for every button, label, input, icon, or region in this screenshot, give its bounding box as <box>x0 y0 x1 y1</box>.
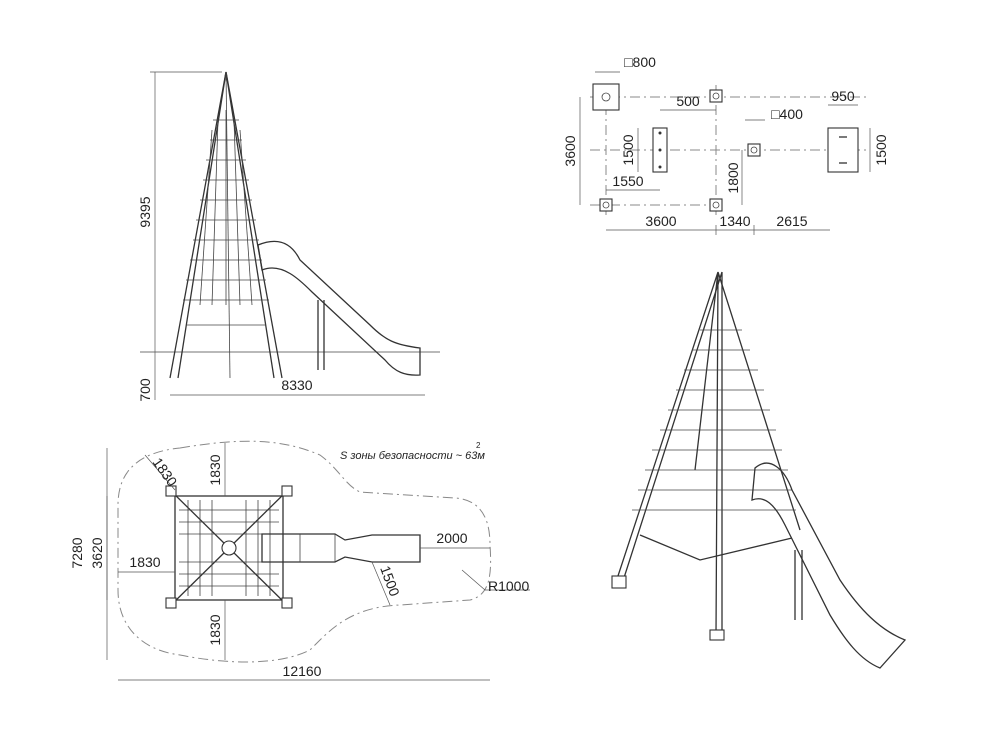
top-slats <box>179 500 279 596</box>
slide-footing <box>747 143 761 157</box>
footing-small <box>599 198 613 212</box>
total-width-label: 12160 <box>283 663 322 679</box>
offset-500-label: 500 <box>676 93 700 109</box>
clearance-bottom-label: 1830 <box>207 614 223 645</box>
slide-tube <box>257 240 421 376</box>
safety-zone-exp: 2 <box>476 441 481 450</box>
span-1340-label: 1340 <box>719 213 750 229</box>
top-view: S зоны безопасности ~ 63м 2 1830 1830 18… <box>69 440 530 681</box>
pyramid-base <box>174 495 284 601</box>
slide-top <box>261 533 421 563</box>
pad-right-label: 1500 <box>873 134 889 165</box>
slide-exit-side-label: 1500 <box>377 564 403 599</box>
corner-post <box>281 597 293 609</box>
center-pole <box>225 71 231 379</box>
span-2615-label: 2615 <box>776 213 807 229</box>
iso-legs <box>615 271 801 636</box>
slide-exit-label: 2000 <box>436 530 467 546</box>
frame-height-label: 3620 <box>89 537 105 568</box>
span-3600-label: 3600 <box>645 213 676 229</box>
footing-small-label: □400 <box>771 106 803 122</box>
footing-exit-label: 950 <box>831 88 855 104</box>
footing-small <box>709 198 723 212</box>
total-height-label: 7280 <box>69 537 85 568</box>
footing-large <box>592 83 620 111</box>
safety-zone-outline <box>117 440 492 663</box>
depth-left-label: 3600 <box>562 135 578 166</box>
clearance-top-label: 1830 <box>207 454 223 485</box>
offset-1800-label: 1800 <box>725 162 741 193</box>
offset-1550-label: 1550 <box>612 173 643 189</box>
radius-label: R1000 <box>488 578 529 594</box>
corner-post <box>165 485 177 497</box>
safety-zone-label: S зоны безопасности ~ 63м <box>340 450 485 462</box>
center-post <box>221 540 237 556</box>
side-height-label: 9395 <box>137 196 153 227</box>
corner-post <box>165 597 177 609</box>
foundation-plan: □800 500 □400 950 3600 1500 1500 1550 18… <box>562 54 889 235</box>
side-view: 9395 700 8330 <box>137 71 440 402</box>
pyramid-slats <box>199 110 253 306</box>
footing-large-label: □800 <box>624 54 656 70</box>
isometric-view <box>611 271 907 669</box>
iso-slide <box>751 462 907 669</box>
clearance-left-label: 1830 <box>129 554 160 570</box>
side-depth-label: 700 <box>137 378 153 402</box>
clearance-diag-label: 1830 <box>150 455 181 490</box>
iso-rungs <box>632 329 796 511</box>
corner-post <box>281 485 293 497</box>
exit-pad <box>827 127 859 173</box>
pad-left-label: 1500 <box>620 134 636 165</box>
pyramid-outer-legs <box>169 71 283 379</box>
side-width-label: 8330 <box>281 377 312 393</box>
footing-small <box>709 89 723 103</box>
